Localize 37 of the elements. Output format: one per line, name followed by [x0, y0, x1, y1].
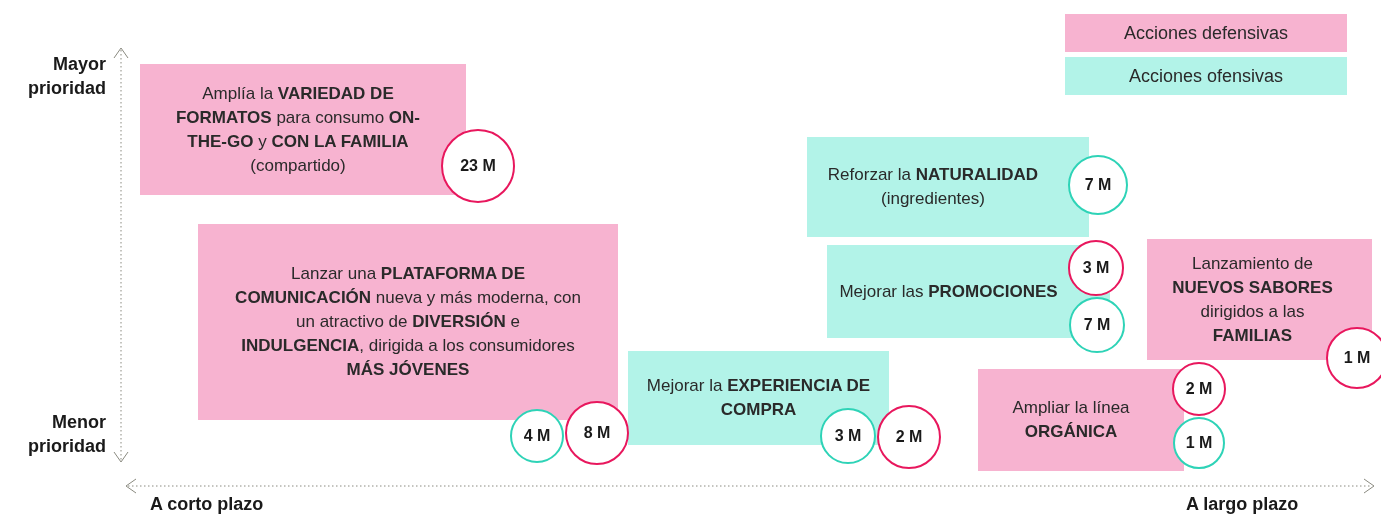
- budget-value: 8 M: [583, 424, 611, 442]
- budget-circle: [1326, 327, 1381, 389]
- axis-label: A largo plazo: [1186, 493, 1299, 516]
- action-text: Ampliar la línea ORGÁNICA: [1011, 397, 1131, 443]
- action-text: Reforzar la NATURALIDAD (ingredientes): [826, 164, 1040, 210]
- budget-value: 7 M: [1084, 176, 1112, 194]
- action-box: [198, 224, 618, 420]
- budget-circle: [565, 401, 629, 465]
- action-text: Lanzamiento de NUEVOS SABORES dirigidos a las FAMILIAS: [1171, 252, 1334, 347]
- axis-label: A corto plazo: [150, 493, 264, 516]
- budget-circle: [510, 409, 564, 463]
- action-box: [978, 369, 1184, 471]
- budget-value: 1 M: [1343, 349, 1371, 367]
- axis-label: Menor prioridad: [27, 411, 106, 458]
- budget-circle: [877, 405, 941, 469]
- budget-value: 2 M: [1185, 380, 1213, 398]
- budget-circle: [820, 408, 876, 464]
- budget-circle: [1173, 417, 1225, 469]
- budget-value: 3 M: [1082, 259, 1110, 277]
- action-text: Mejorar la EXPERIENCIA DE COMPRA: [645, 375, 872, 421]
- budget-value: 4 M: [523, 427, 551, 445]
- legend-text: Acciones defensivas: [1123, 22, 1289, 44]
- budget-circle: [1068, 240, 1124, 296]
- budget-value: 2 M: [895, 428, 923, 446]
- legend-text: Acciones ofensivas: [1128, 65, 1284, 87]
- axis-label: Mayor prioridad: [27, 53, 106, 100]
- budget-value: 1 M: [1185, 434, 1213, 452]
- action-text: Amplía la VARIEDAD DE FORMATOS para consumo ON-THE-GO y CON LA FAMILIA (compartido): [174, 82, 422, 177]
- action-text: Lanzar una PLATAFORMA DE COMUNICACIÓN nueva y más moderna, con un atractivo de DIVERSIÓN e INDULGENCIA, dirigida a los consumidores MÁS JÓVENES: [234, 263, 582, 381]
- action-box: [628, 351, 889, 445]
- budget-circle: [1172, 362, 1226, 416]
- budget-value: 3 M: [834, 427, 862, 445]
- budget-circle: [1068, 155, 1128, 215]
- action-text: Mejorar las PROMOCIONES: [839, 280, 1058, 303]
- budget-circle: [1069, 297, 1125, 353]
- budget-value: 7 M: [1083, 316, 1111, 334]
- budget-value: 23 M: [460, 157, 496, 175]
